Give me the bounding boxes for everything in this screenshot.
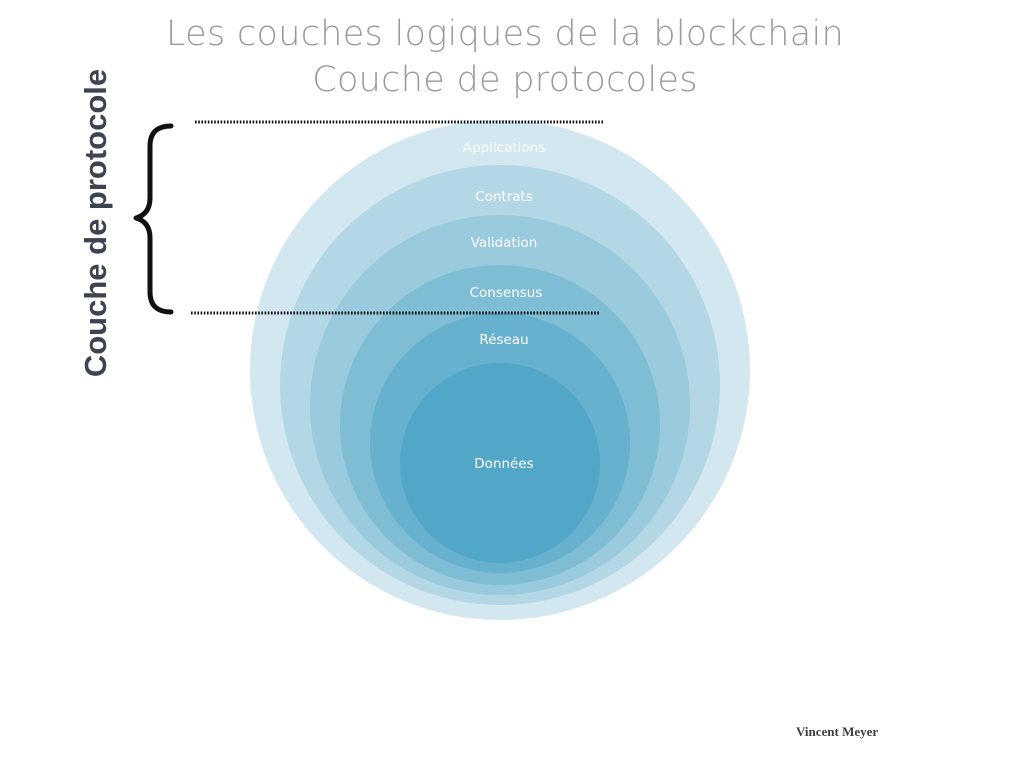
layer-label-validation: Validation [471,235,538,251]
layer-circle-donnees [400,363,600,563]
layer-label-consensus: Consensus [470,285,543,301]
curly-bracket [133,123,174,315]
layer-label-applications: Applications [463,140,545,156]
layer-label-reseau: Réseau [479,332,528,348]
title-line-2: Couche de protocoles [312,60,698,100]
author-credit: Vincent Meyer [796,724,879,739]
title-line-1: Les couches logiques de la blockchain [165,14,844,54]
layer-label-donnees: Données [474,456,533,472]
layer-label-contrats: Contrats [475,189,533,205]
